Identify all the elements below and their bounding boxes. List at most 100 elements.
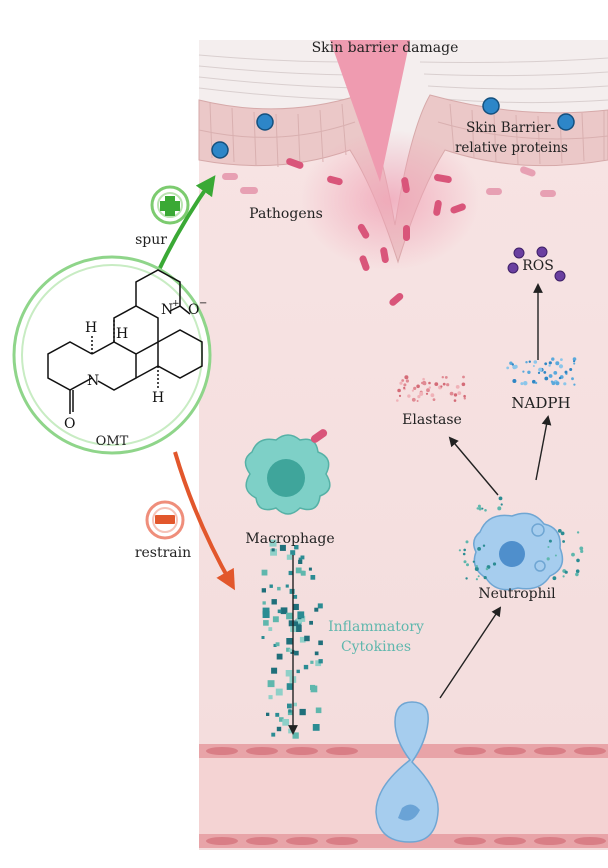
cytokines-particle — [269, 584, 273, 588]
pathogen — [380, 247, 389, 264]
cytokines-particle — [285, 584, 289, 588]
nadph-dots-particle — [533, 360, 538, 364]
label-spur: spur — [135, 232, 167, 248]
elastase-dots-particle — [444, 376, 448, 379]
elastase-dots-particle — [416, 400, 419, 402]
neutro-dots-particle — [554, 554, 557, 557]
cytokines-particle — [275, 712, 280, 717]
neutrophil-granules — [458, 496, 584, 581]
arrow-neutrophil-to-elastase — [448, 436, 499, 496]
molecule-n-right: N — [161, 302, 173, 318]
macrophage-cell — [244, 429, 331, 515]
neutro-dots-particle — [475, 565, 478, 568]
nadph-dots-particle — [548, 374, 553, 378]
cytokines-particle — [293, 702, 297, 707]
barrier-damage-wedge — [330, 40, 410, 182]
nadph-dots-particle — [511, 363, 514, 366]
neutro-dots-particle — [472, 560, 475, 563]
cytokines-particle — [295, 567, 302, 574]
label-cytokines: Cytokines — [341, 639, 411, 655]
label-macrophage: Macrophage — [245, 531, 334, 547]
restrain-arrow — [173, 451, 235, 591]
cytokines-particle — [262, 601, 266, 605]
neutro-dots-particle — [564, 570, 568, 574]
cytokines-particle — [261, 636, 265, 639]
elastase-dots-particle — [463, 394, 466, 398]
cytokines-particle — [268, 627, 273, 631]
cytokines-particle — [270, 548, 277, 556]
elastase-dots-particle — [434, 382, 439, 386]
elastase-dots-particle — [403, 386, 406, 389]
ros-molecule — [536, 246, 548, 258]
cytokines-particle — [267, 680, 275, 688]
elastase-dots-particle — [428, 381, 431, 385]
cytokines-particle — [298, 559, 303, 564]
nadph-dots-particle — [532, 365, 535, 367]
nadph-dots-particle — [544, 376, 549, 381]
neutro-dots-particle — [465, 540, 469, 544]
nadph-dots-particle — [522, 370, 525, 373]
neutro-dots-particle — [547, 546, 550, 548]
elastase-dots-particle — [401, 379, 405, 382]
neutro-dots-particle — [557, 529, 562, 533]
label-pathogens: Pathogens — [249, 206, 323, 222]
pathogen — [450, 203, 466, 214]
neutro-dots-particle — [458, 549, 461, 552]
cytokines-particle — [298, 557, 303, 561]
pathogen — [359, 255, 370, 271]
cytokines-particle — [280, 607, 288, 615]
neutro-dots-particle — [477, 504, 481, 508]
cytokines-particle — [292, 732, 299, 739]
cytokines-particle — [315, 660, 322, 667]
cytokines-particle — [297, 611, 305, 619]
cytokines-particle — [294, 625, 302, 632]
nadph-dots-particle — [573, 360, 576, 363]
elastase-dots-particle — [405, 379, 409, 383]
cytokines-particle — [261, 569, 268, 576]
neutro-dots-particle — [580, 549, 584, 554]
nadph-dots-particle — [558, 376, 562, 380]
neutro-dots-particle — [498, 496, 503, 501]
elastase-dots-particle — [453, 399, 457, 402]
elastase-dots-particle — [426, 388, 430, 393]
elastase-dots-particle — [421, 381, 424, 385]
elastase-dots-particle — [403, 383, 407, 387]
elastase-dots-particle — [440, 385, 443, 388]
cytokines-particle — [262, 607, 270, 615]
elastase-dots-particle — [441, 376, 444, 379]
nadph-dots-particle — [564, 370, 568, 374]
neutro-dots-particle — [477, 547, 481, 551]
cytokines-particle — [266, 712, 270, 716]
cytokines-particle — [318, 659, 323, 664]
cytokines-particle — [299, 708, 306, 716]
label-compound: OMT — [96, 434, 129, 449]
cytokines-particle — [279, 717, 284, 722]
nadph-dots-particle — [523, 381, 528, 386]
nadph-dots-particle — [528, 360, 531, 363]
barrier-protein — [482, 97, 500, 115]
nadph-dots-particle — [563, 382, 567, 386]
cytokines-particle — [287, 703, 292, 709]
neutro-dots-particle — [476, 507, 479, 510]
nadph-dots-particle — [520, 382, 524, 386]
pathway-arrows — [288, 283, 552, 735]
cytokines-particle — [286, 638, 293, 645]
cytokines-particle — [271, 548, 275, 552]
neutro-dots-particle — [474, 567, 479, 571]
neutro-dots-particle — [478, 507, 482, 511]
cytokines-particle — [289, 588, 295, 594]
neutrophil-cell — [473, 512, 564, 591]
cytokines-particle — [314, 651, 319, 656]
cytokines-particle — [275, 688, 283, 696]
neutro-dots-particle — [548, 539, 552, 543]
pathogen — [389, 292, 404, 306]
cytokines-particle — [296, 669, 300, 674]
ros-molecule — [513, 247, 525, 259]
cytokines-particle — [276, 653, 283, 660]
elastase-dots-particle — [457, 391, 462, 395]
label-inflammatory: Inflammatory — [328, 619, 424, 635]
neutro-dots-particle — [546, 557, 550, 561]
cytokines-particle — [293, 594, 298, 599]
cytokines-particle — [269, 539, 277, 547]
barrier-protein — [557, 113, 575, 131]
